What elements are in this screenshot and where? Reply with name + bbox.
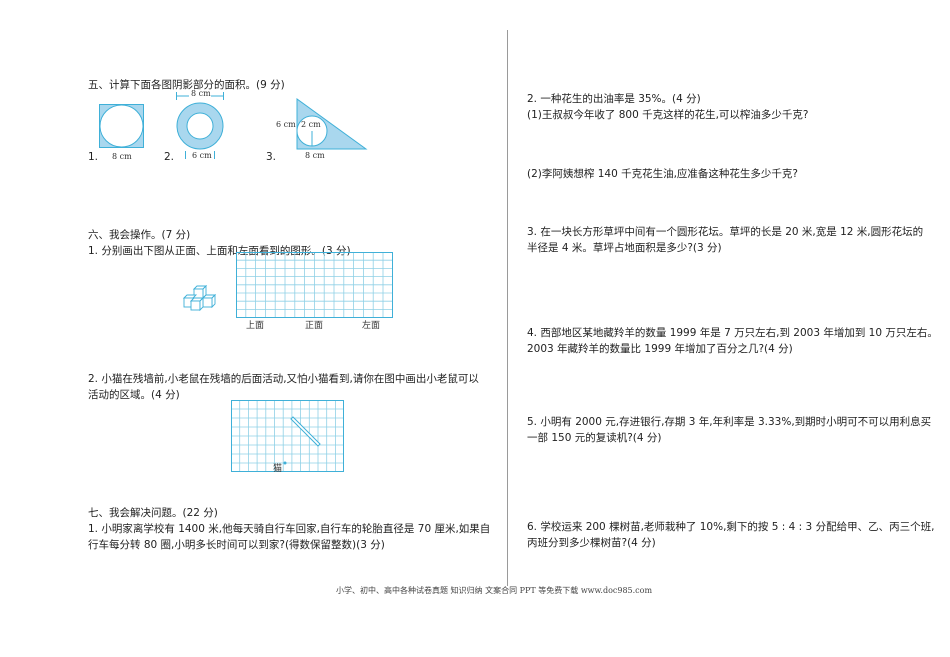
- figure1-number: 1.: [88, 151, 99, 163]
- ring-dimension-bottom: [185, 151, 215, 159]
- q2-title: 2. 一种花生的出油率是 35%。(4 分): [527, 93, 701, 105]
- circle-radius-label: 2 cm: [301, 120, 321, 129]
- ring-dimension-top: [176, 92, 224, 100]
- ring-figure: [176, 102, 224, 150]
- triangle-base-label: 8 cm: [305, 151, 325, 160]
- section6-q2-line2: 活动的区域。(4 分): [88, 389, 180, 401]
- ring-inner-diameter-label: 6 cm: [192, 151, 212, 160]
- figure3-number: 3.: [266, 151, 277, 163]
- section7-title: 七、我会解决问题。(22 分): [88, 507, 218, 519]
- q6-line2: 丙班分到多少棵树苗?(4 分): [527, 537, 656, 549]
- footer-watermark: 小学、初中、高中各种试卷真题 知识归纳 文案合同 PPT 等免费下载 www.d…: [336, 586, 653, 595]
- section7-q1-line2: 行车每分转 80 圈,小明多长时间可以到家?(得数保留整数)(3 分): [88, 539, 385, 551]
- figure2-number: 2.: [164, 151, 175, 163]
- triangle-height-label: 6 cm: [276, 120, 296, 129]
- ring-outer-diameter-label: 8 cm: [191, 89, 211, 98]
- q4-line1: 4. 西部地区某地藏羚羊的数量 1999 年是 7 万只左右,到 2003 年增…: [527, 327, 938, 339]
- q2-sub1: (1)王叔叔今年收了 800 千克这样的花生,可以榨油多少千克?: [527, 109, 809, 121]
- triangle-circle-figure: [296, 98, 368, 150]
- grid-label-front-view: 正面: [305, 321, 324, 331]
- q3-line1: 3. 在一块长方形草坪中间有一个圆形花坛。草坪的长是 20 米,宽是 12 米,…: [527, 226, 924, 238]
- section6-title: 六、我会操作。(7 分): [88, 229, 191, 241]
- figure1-side-label: 8 cm: [112, 152, 132, 161]
- q5-line1: 5. 小明有 2000 元,存进银行,存期 3 年,年利率是 3.33%,到期时…: [527, 416, 932, 428]
- page-divider: [507, 30, 508, 586]
- section5-title: 五、计算下面各图阴影部分的面积。(9 分): [88, 79, 285, 91]
- section7-q1-line1: 1. 小明家离学校有 1400 米,他每天骑自行车回家,自行车的轮胎直径是 70…: [88, 523, 491, 535]
- q4-line2: 2003 年藏羚羊的数量比 1999 年增加了百分之几?(4 分): [527, 343, 793, 355]
- q5-line2: 一部 150 元的复读机?(4 分): [527, 432, 662, 444]
- grid-label-left-view: 左面: [362, 321, 381, 331]
- cat-label: 猫: [273, 464, 283, 474]
- drawing-grid-views[interactable]: [236, 252, 394, 318]
- q2-sub2: (2)李阿姨想榨 140 千克花生油,应准备这种花生多少千克?: [527, 168, 798, 180]
- q6-line1: 6. 学校运来 200 棵树苗,老师栽种了 10%,剩下的按 5 : 4 : 3…: [527, 521, 935, 533]
- grid-label-top-view: 上面: [246, 321, 265, 331]
- cube-stack-figure: [182, 284, 217, 312]
- drawing-grid-cat-wall[interactable]: [231, 400, 345, 472]
- section6-q2-line1: 2. 小猫在残墙前,小老鼠在残墙的后面活动,又怕小猫看到,请你在图中画出小老鼠可…: [88, 373, 479, 385]
- square-circle-figure: [99, 104, 144, 148]
- q3-line2: 半径是 4 米。草坪占地面积是多少?(3 分): [527, 242, 722, 254]
